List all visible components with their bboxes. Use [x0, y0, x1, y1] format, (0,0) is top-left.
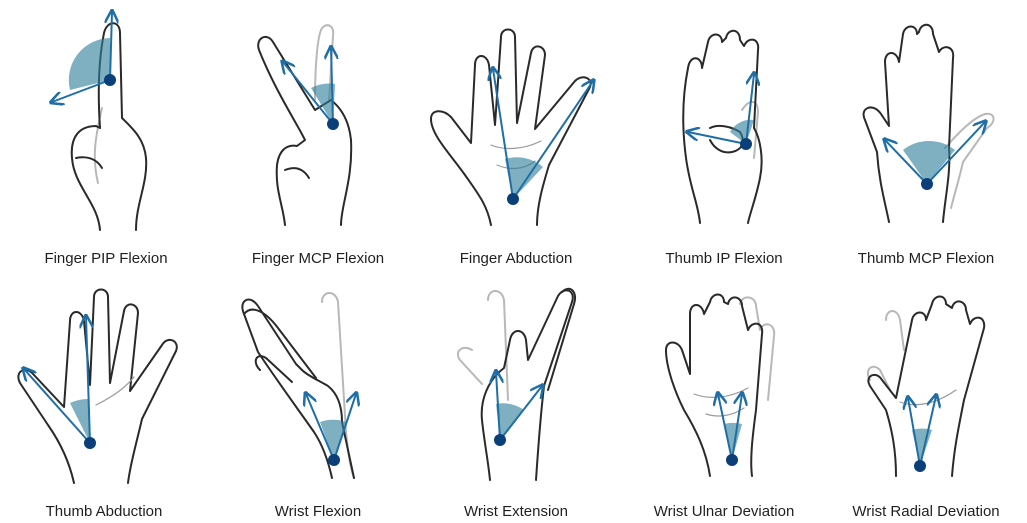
panel-label: Finger MCP Flexion [252, 250, 384, 267]
hand-illustration [660, 290, 790, 480]
panel-label: Finger PIP Flexion [44, 250, 167, 267]
joint-pivot-icon [740, 138, 752, 150]
hand-illustration [245, 20, 385, 230]
panel-label: Thumb MCP Flexion [858, 250, 994, 267]
arrow-vector-icon [493, 69, 513, 199]
panel-label: Wrist Extension [464, 503, 568, 520]
joint-pivot-icon [507, 193, 519, 205]
joint-pivot-icon [914, 460, 926, 472]
hand-illustration [855, 22, 1005, 227]
joint-pivot-icon [726, 454, 738, 466]
hand-illustration [12, 285, 192, 490]
joint-pivot-icon [328, 454, 340, 466]
hand-illustration [40, 8, 180, 238]
panel-label: Finger Abduction [460, 250, 573, 267]
arrow-vector-icon [513, 81, 593, 199]
panel-label: Wrist Ulnar Deviation [654, 503, 795, 520]
hand-illustration [425, 25, 610, 230]
hand-illustration [448, 280, 588, 485]
arrow-vector-icon [110, 12, 112, 80]
hand-illustration [238, 282, 388, 482]
panel-label: Thumb Abduction [46, 503, 163, 520]
hand-illustration [670, 28, 790, 228]
panel-label: Thumb IP Flexion [665, 250, 782, 267]
joint-pivot-icon [84, 437, 96, 449]
joint-pivot-icon [494, 434, 506, 446]
hand-illustration [860, 290, 1000, 480]
angle-arc-icon [320, 420, 346, 460]
joint-pivot-icon [327, 118, 339, 130]
panel-label: Wrist Radial Deviation [852, 503, 999, 520]
joint-pivot-icon [921, 178, 933, 190]
joint-pivot-icon [104, 74, 116, 86]
angle-arc-icon [70, 399, 90, 443]
panel-label: Wrist Flexion [275, 503, 361, 520]
arrow-vector-icon [746, 74, 754, 144]
